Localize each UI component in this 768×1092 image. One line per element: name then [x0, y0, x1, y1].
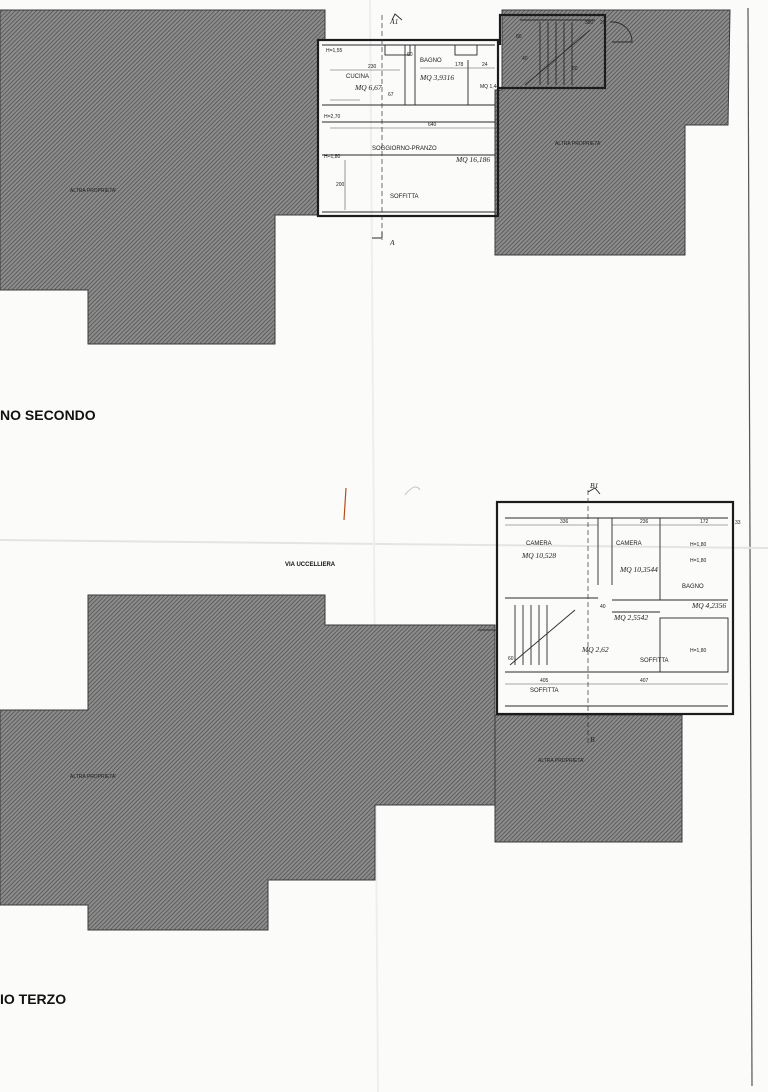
room-label-bath: BAGNO	[420, 58, 442, 64]
dimension-label: 407	[640, 678, 649, 684]
third-floor-plan	[478, 487, 735, 745]
dimension-label: 40	[600, 604, 606, 610]
paper-fold	[369, 0, 379, 1092]
dimension-label: 60	[407, 52, 413, 58]
dimension-label: 200	[336, 182, 345, 188]
room-area-bedroom-1: MQ 10,528	[521, 551, 556, 560]
height-label: H=1,80	[690, 542, 706, 548]
room-area-living: MQ 16,186	[455, 155, 490, 164]
dimension-label: 640	[428, 122, 437, 128]
dimension-label: 60	[572, 66, 578, 72]
section-mark-b1: B1	[590, 481, 598, 490]
height-label: H=1,80	[324, 154, 340, 160]
dimension-label: 236	[640, 519, 649, 525]
room-area-bedroom-2: MQ 10,3544	[619, 565, 658, 574]
height-label: H=2,70	[324, 114, 340, 120]
other-property-block-top-right	[494, 9, 731, 256]
dimension-label: 60	[508, 656, 514, 662]
room-area-hall: MQ 2,5542	[613, 613, 648, 622]
room-area-small: MQ 1,44	[480, 84, 499, 90]
dimension-label: 405	[540, 678, 549, 684]
room-label-attic-1: SOFFITTA	[640, 658, 669, 664]
street-label: VIA UCCELLIERA	[285, 562, 336, 568]
other-property-label: ALTRA PROPRIETA'	[538, 758, 584, 764]
room-label-bath: BAGNO	[682, 584, 704, 590]
dimension-label: 178	[455, 62, 464, 68]
floor-label-third: IO TERZO	[0, 991, 66, 1007]
room-area-kitchen: MQ 6,67	[354, 83, 382, 92]
dimension-label: 20	[600, 20, 606, 26]
section-mark-b: B	[590, 735, 595, 744]
dimension-label: 40	[522, 56, 528, 62]
dimension-label: 80	[516, 34, 522, 40]
pen-mark	[404, 486, 421, 496]
room-label-bedroom-1: CAMERA	[526, 541, 552, 547]
upper-floor-plan	[316, 13, 633, 240]
floor-label-second: NO SECONDO	[0, 407, 96, 423]
room-label-bedroom-2: CAMERA	[616, 541, 642, 547]
height-label: H=1,80	[690, 648, 706, 654]
room-label-attic: SOFFITTA	[390, 194, 419, 200]
other-property-block-bottom-right	[494, 714, 683, 843]
other-property-label: ALTRA PROPRIETA'	[70, 188, 116, 194]
dimension-label: 380	[585, 20, 594, 26]
room-area-landing: MQ 2,62	[581, 645, 609, 654]
room-label-kitchen: CUCINA	[346, 74, 369, 80]
other-property-label: ALTRA PROPRIETA'	[70, 774, 116, 780]
paper-fold	[0, 539, 768, 549]
dimension-label: 336	[560, 519, 569, 525]
other-property-block-bottom-left	[0, 594, 496, 931]
room-area-bath: MQ 3,9316	[419, 73, 454, 82]
other-property-label: ALTRA PROPRIETA'	[555, 141, 601, 147]
pen-mark	[343, 487, 347, 521]
room-label-attic-2: SOFFITTA	[530, 688, 559, 694]
dimension-label: 67	[388, 92, 394, 98]
dimension-label: 230	[368, 64, 377, 70]
height-label: H=1,55	[326, 48, 342, 54]
section-mark-a1: A1	[389, 17, 398, 26]
section-mark-a: A	[389, 238, 395, 247]
dimension-label: 33	[735, 520, 741, 526]
room-area-bath: MQ 4,2356	[691, 601, 726, 610]
height-label: H=1,80	[690, 558, 706, 564]
room-label-living: SOGGIORNO-PRANZO	[372, 146, 437, 152]
other-property-block-top-left	[0, 9, 326, 345]
dimension-label: 24	[482, 62, 488, 68]
dimension-label: 172	[700, 519, 709, 525]
